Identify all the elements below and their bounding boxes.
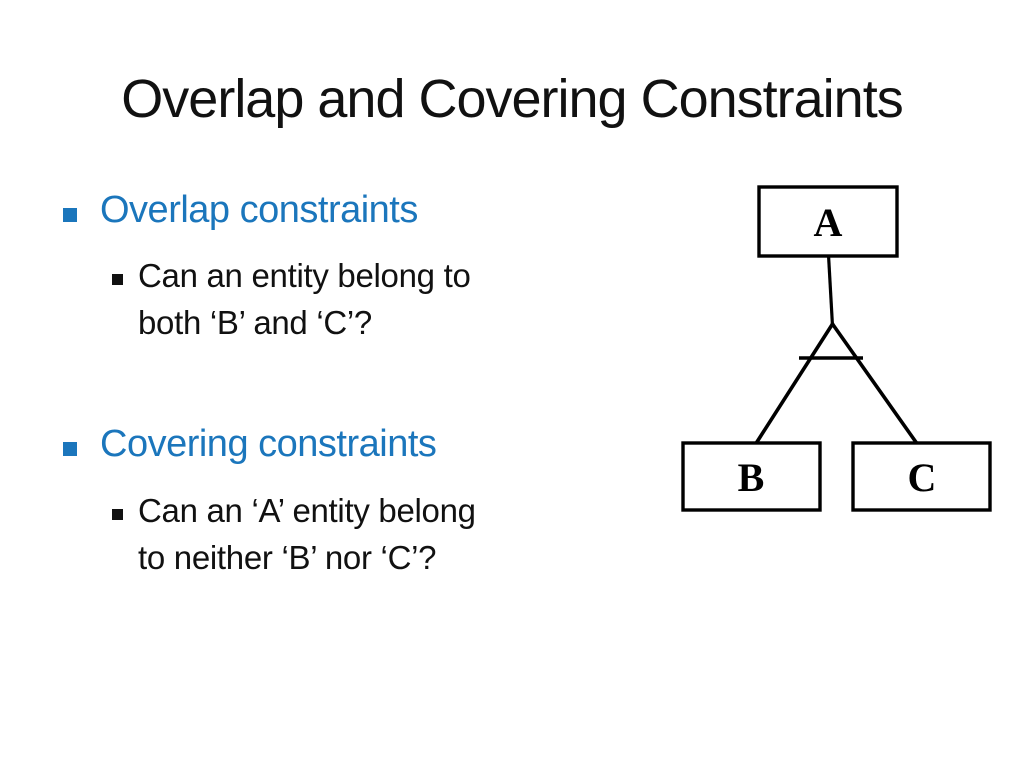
subbullet-covering-line2: to neither ‘B’ nor ‘C’? <box>138 539 437 576</box>
black-square-bullet-icon <box>112 274 123 285</box>
entity-box-c <box>851 441 992 512</box>
blue-square-bullet-icon <box>63 442 77 456</box>
bullet-heading-covering: Covering constraints <box>100 423 437 465</box>
bullet-heading-overlap: Overlap constraints <box>100 189 418 231</box>
subbullet-text-overlap: Can an entity belong to both ‘B’ and ‘C’… <box>138 252 471 346</box>
connector-a-to-triangle <box>826 254 835 327</box>
entity-box-a <box>757 185 899 258</box>
subbullet-text-covering: Can an ‘A’ entity belong to neither ‘B’ … <box>138 487 476 581</box>
subbullet-overlap-line2: both ‘B’ and ‘C’? <box>138 304 372 341</box>
subbullet-item-overlap-question: Can an entity belong to both ‘B’ and ‘C’… <box>112 252 471 346</box>
entity-label-b: B <box>738 455 765 500</box>
connector-triangle-to-b <box>753 322 835 447</box>
bullet-item-covering-constraints: Covering constraints <box>63 422 437 466</box>
blue-square-bullet-icon <box>63 208 77 222</box>
bullet-item-overlap-constraints: Overlap constraints <box>63 188 418 232</box>
black-square-bullet-icon <box>112 509 123 520</box>
entity-label-a: A <box>814 200 843 245</box>
subbullet-covering-line1: Can an ‘A’ entity belong <box>138 492 476 529</box>
slide-title: Overlap and Covering Constraints <box>121 69 903 129</box>
connector-triangle-to-c <box>830 322 920 447</box>
entity-label-c: C <box>908 455 937 500</box>
subbullet-overlap-line1: Can an entity belong to <box>138 257 471 294</box>
subbullet-item-covering-question: Can an ‘A’ entity belong to neither ‘B’ … <box>112 487 476 581</box>
entity-box-b <box>681 441 822 512</box>
